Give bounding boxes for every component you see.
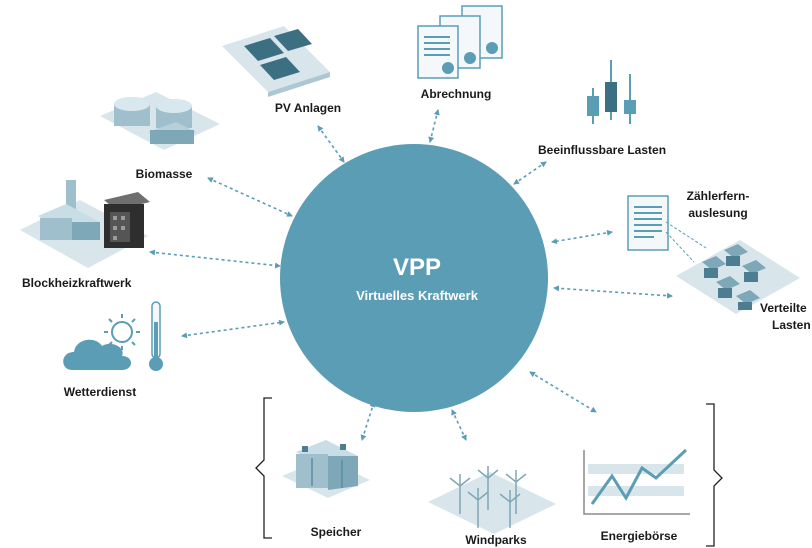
solar-panel-icon — [222, 26, 330, 97]
hub-subtitle: Virtuelles Kraftwerk — [356, 288, 478, 303]
biogas-icon — [100, 92, 220, 150]
label-wind: Windparks — [465, 533, 527, 547]
label-chp: Blockheizkraftwerk — [22, 276, 132, 290]
battery-icon — [282, 440, 370, 498]
left-bracket — [255, 397, 272, 539]
arrow-exchange — [529, 371, 597, 413]
arrow-pv — [317, 125, 345, 163]
label-storage: Speicher — [310, 525, 362, 539]
invoice-icon — [417, 5, 503, 79]
candlestick-icon — [587, 60, 636, 124]
label-dist-2: Lasten — [772, 318, 811, 332]
vpp-hub-circle — [280, 144, 548, 412]
hub-title: VPP — [392, 254, 442, 281]
label-loads-flex: Beeinflussbare Lasten — [537, 143, 667, 157]
arrow-meter — [551, 229, 613, 245]
right-bracket — [706, 403, 723, 547]
wind-turbine-icon — [428, 466, 556, 534]
stock-chart-icon — [583, 448, 690, 515]
weather-icon — [63, 301, 163, 371]
arrow-storage — [360, 401, 376, 441]
meter-doc-icon — [627, 195, 707, 263]
arrow-biomass — [207, 177, 293, 217]
label-weather: Wetterdienst — [63, 385, 137, 399]
label-pv: PV Anlagen — [274, 101, 342, 115]
arrow-wind — [451, 409, 467, 441]
arrow-dist — [553, 285, 673, 299]
arrow-weather — [181, 319, 285, 339]
label-exchange: Energiebörse — [600, 529, 678, 543]
arrow-billing — [428, 109, 440, 143]
label-billing: Abrechnung — [420, 87, 492, 101]
chp-plant-icon — [20, 180, 150, 268]
houses-icon — [676, 240, 800, 314]
label-dist-1: Verteilte — [760, 301, 807, 315]
label-meter-1: Zählerfern- — [686, 189, 750, 203]
label-biomass: Biomasse — [135, 167, 193, 181]
arrow-chp — [149, 249, 281, 269]
label-meter-2: auslesung — [688, 206, 748, 220]
arrow-loads — [513, 161, 547, 185]
